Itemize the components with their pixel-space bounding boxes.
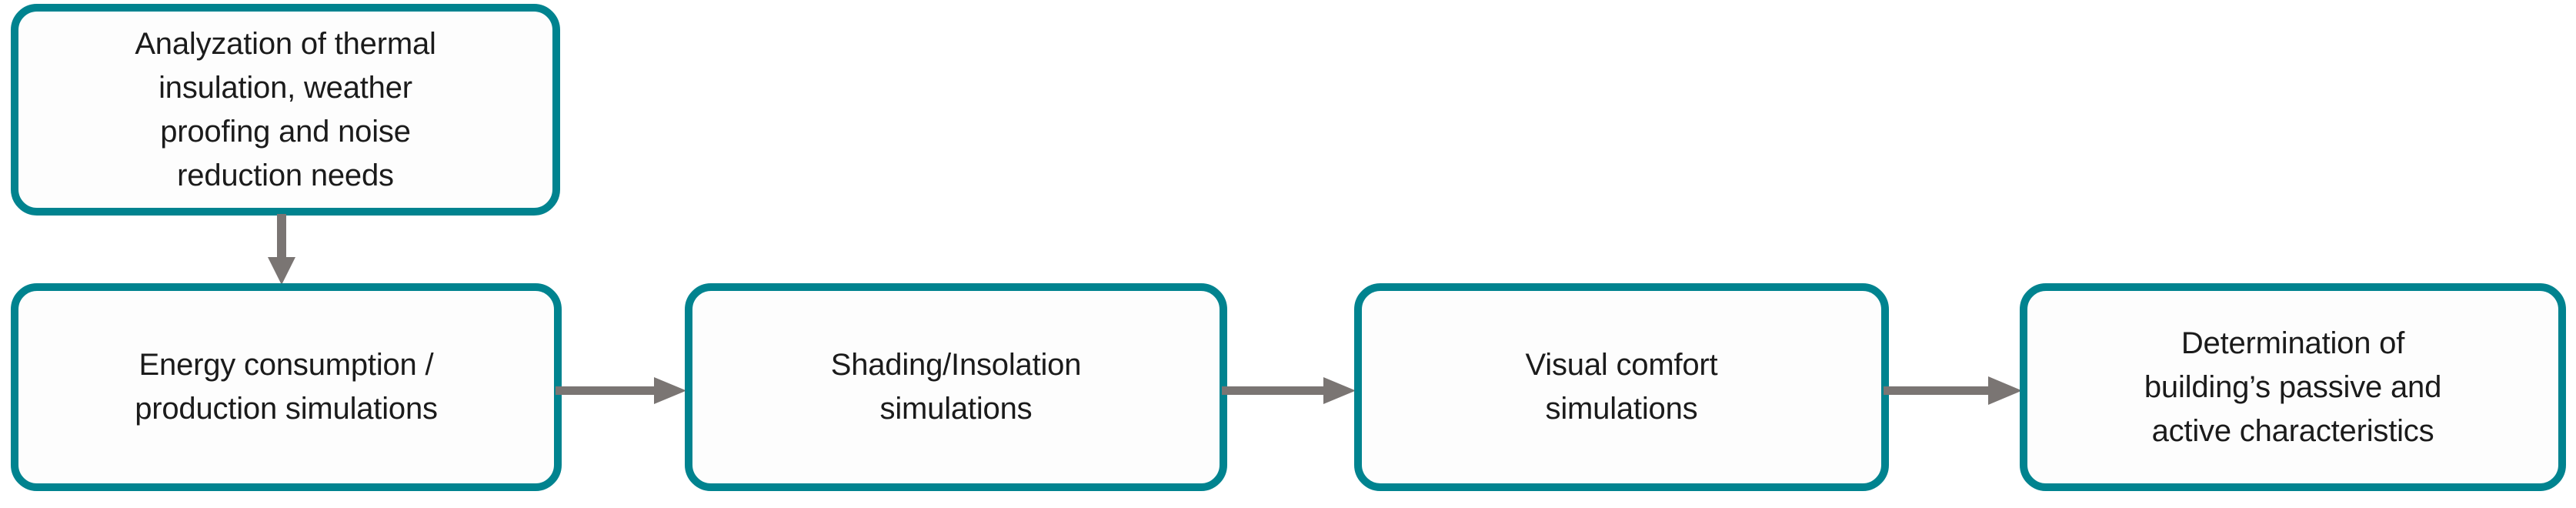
flow-node-shading-insolation-label: Shading/Insolation simulations xyxy=(830,348,1082,426)
flow-node-determination[interactable]: Determination of building’s passive and … xyxy=(2020,283,2566,491)
flow-node-analysis[interactable]: Analyzation of thermal insulation, weath… xyxy=(11,4,560,216)
arrow-right-visual-to-determination-icon xyxy=(1884,368,2025,414)
arrow-right-energy-to-shading-icon xyxy=(556,368,689,414)
flow-node-visual-comfort-label: Visual comfort simulations xyxy=(1525,348,1718,426)
flow-node-shading-insolation[interactable]: Shading/Insolation simulations xyxy=(685,283,1227,491)
flow-node-energy-simulations-label: Energy consumption / production simulati… xyxy=(135,348,438,426)
flow-node-visual-comfort[interactable]: Visual comfort simulations xyxy=(1354,283,1889,491)
flow-node-energy-simulations[interactable]: Energy consumption / production simulati… xyxy=(11,283,562,491)
arrow-right-shading-to-visual-icon xyxy=(1222,368,1359,414)
flow-node-determination-label: Determination of building’s passive and … xyxy=(2144,326,2442,448)
flow-node-analysis-label: Analyzation of thermal insulation, weath… xyxy=(135,26,436,192)
arrow-down-analysis-to-energy-icon xyxy=(259,214,305,286)
